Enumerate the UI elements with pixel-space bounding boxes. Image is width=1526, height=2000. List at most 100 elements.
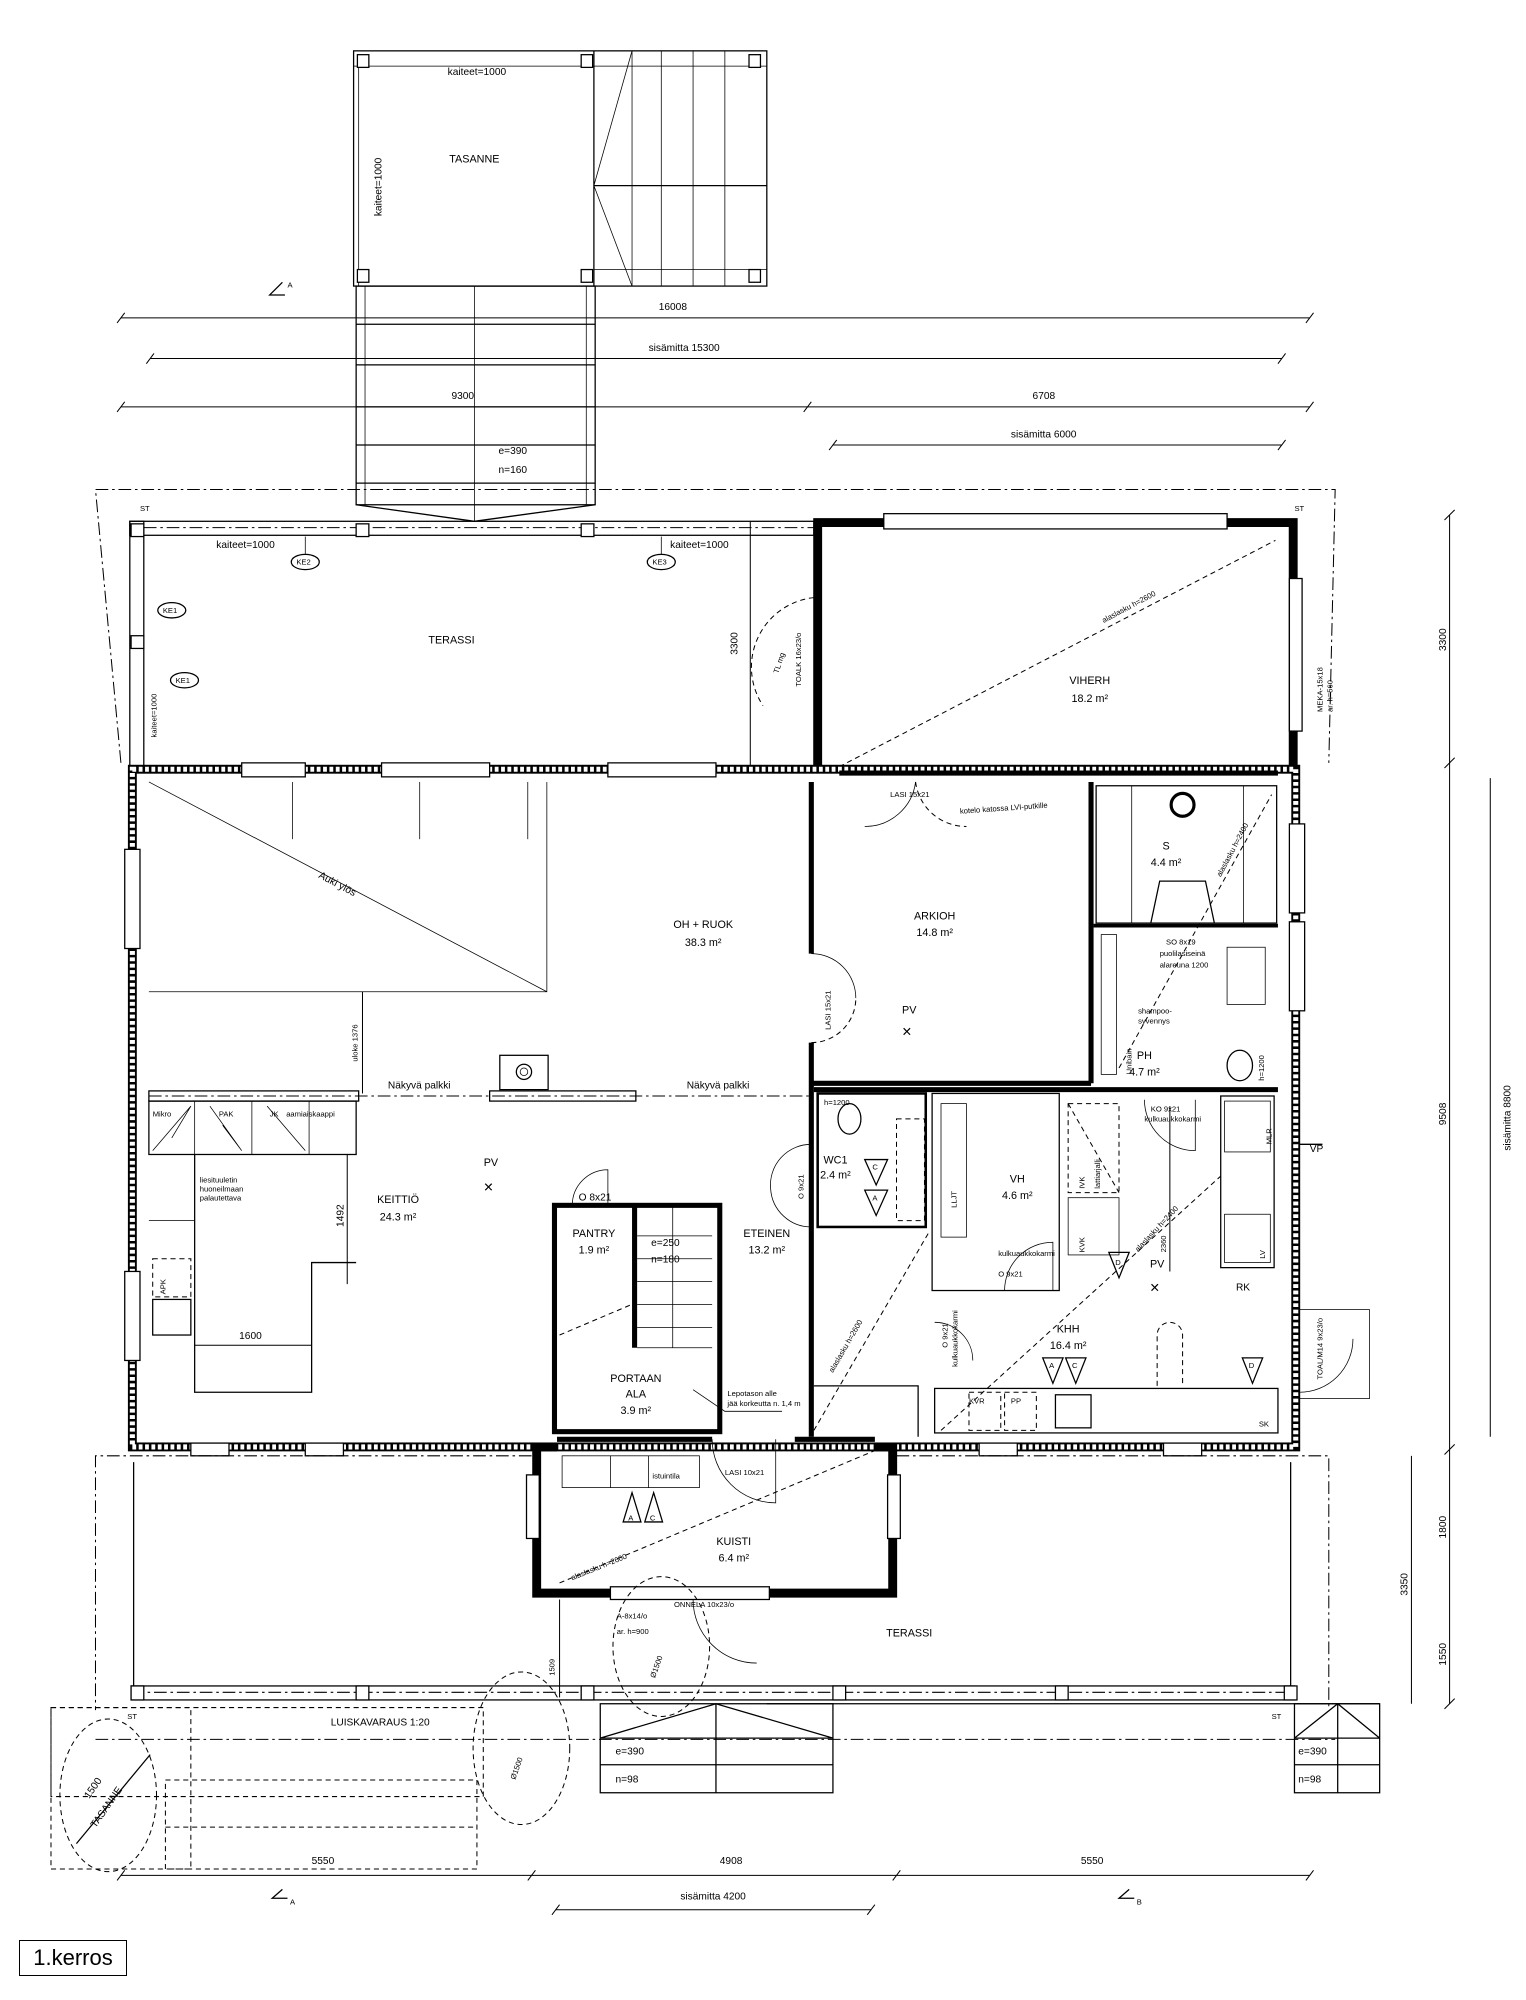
door-label: puolilasiseinä [1160,949,1206,958]
stair-rise-label: e=390 [499,446,528,457]
room-wc1: h=1200 O 9x21 WC1 2.4 m² C A [770,1087,1278,1229]
window-label: ar. h=900 [617,1627,649,1636]
stair-count-label: n=98 [616,1775,639,1786]
dim-label: 1800 [1438,1516,1449,1539]
exterior-walls [124,762,1306,1457]
appliance-label: KVR [969,1397,985,1406]
turning-circle-label: Ø1500 [648,1654,664,1679]
room-ph: SO 8x19 puolilasiseinä alareuna 1200 sha… [1093,923,1278,1082]
door-label: O 9x21 [797,1174,806,1199]
valve-a: A [1049,1361,1055,1370]
hood-note: liesituuletin [200,1175,238,1184]
turning-circle-label: Ø1500 [508,1756,524,1781]
dim-label: sisämitta 8800 [1503,1085,1514,1151]
ke3-tag: KE3 [652,558,666,567]
ceiling-label: alaslasku h=2600 [827,1318,865,1374]
valve-d: D [1115,1258,1121,1267]
dim-right-inner: sisämitta 6000 [1011,429,1077,440]
room-label: VIHERH [1069,675,1110,687]
ke1-tag: KE1 [176,676,190,685]
room-label: KUISTI [716,1536,751,1548]
window-label: A-8x14/o [617,1612,647,1621]
dim-left: 9300 [451,391,474,402]
area-label: 3.9 m² [621,1405,652,1417]
dim-label: 4908 [720,1856,743,1867]
ceiling-label: alaslasku h=2400 [1215,822,1251,879]
railing-label: kaiteet=1000 [448,67,507,78]
beam-label: Näkyvä palkki [388,1080,451,1091]
door-label: LASI 10x21 [725,1468,764,1477]
post-icon [356,54,762,283]
floor-drain-icon: ✕ [1150,1280,1161,1295]
fireplace-icon [499,1054,549,1091]
room-pantry-stair: O 8x21 PANTRY 1.9 m² e=250 n=180 PORTAAN… [551,1169,801,1435]
dim-right: 6708 [1033,391,1056,402]
area-label: 4.4 m² [1151,857,1182,869]
valve-c: C [650,1514,656,1523]
post-icon [130,523,595,650]
hood-note: palautettava [200,1193,242,1202]
room-label: PORTAAN [610,1373,661,1385]
top-dimensions: 16008 sisämitta 15300 9300 6708 sisämitt… [116,302,1314,451]
railing-label: kaiteet=1000 [150,694,159,738]
stair-count-label: n=160 [499,465,528,476]
dim-label: 5550 [312,1856,335,1867]
room-label: WC1 [823,1154,847,1166]
room-label: KEITTIÖ [377,1194,419,1206]
ceiling-label: alaslasku h=2600 [1100,589,1157,625]
ceiling-label: alaslasku h=2600 [570,1552,628,1583]
room-label: PANTRY [572,1228,615,1240]
cabinet-label: LLJT [949,1191,958,1208]
valve-a: A [628,1514,634,1523]
door-label: kulkuaukkokarmi [951,1310,960,1367]
dim-label: 1600 [239,1331,262,1342]
note: Lepotason alle [727,1389,777,1398]
ramp-label: LUISKAVARAUS 1:20 [331,1717,430,1728]
dim-label: 3350 [1400,1573,1411,1596]
st-label: ST [1294,504,1304,513]
room-oh-ruok: Auki ylös uloke 1376 Näkyvä palkki Näkyv… [148,781,811,1102]
appliance-label: SK [1259,1420,1269,1429]
section-mark-a-top: A [268,280,293,296]
ke1-tag: KE1 [163,606,177,615]
height-label: h=1200 [1257,1055,1266,1081]
dim-label: sisämitta 4200 [680,1892,746,1903]
toilet-icon [837,1102,862,1135]
valve-d: D [1249,1361,1255,1370]
window-label: ar. h=560 [1326,680,1335,712]
area-label: 1.9 m² [579,1245,610,1257]
room-label: ALA [626,1388,647,1400]
room-label: TERASSI [428,634,474,646]
dim-label: 1550 [1438,1643,1449,1666]
ke2-tag: KE2 [296,558,310,567]
sink-icon [1226,946,1266,1005]
seat-label: istuintila [652,1472,680,1481]
stair-count-label: n=98 [1298,1775,1321,1786]
apk-label: APK [158,1279,167,1294]
door-label: LASI 15x21 [823,991,832,1030]
dim-label: 3300 [1438,628,1449,651]
roof-outline [94,489,1336,763]
sink-icon [152,1298,192,1336]
door-label: LASI 15x21 [890,790,929,799]
room-label: VH [1010,1173,1025,1185]
room-label: ETEINEN [743,1228,790,1240]
beam-label: Näkyvä palkki [687,1080,750,1091]
dim-label: 9508 [1438,1102,1449,1125]
dim-total: 16008 [659,302,688,313]
top-terrace: ST ST kaiteet=1000 kaiteet=1000 KE2 KE3 … [129,504,1305,770]
sink-icon [1054,1394,1092,1429]
railing-label: kaiteet=1000 [374,157,385,216]
cabinet-label: PAK [219,1109,234,1118]
st-label: ST [1272,1712,1282,1721]
cabinet-label: lattiarjalli [1093,1159,1102,1189]
room-label: PH [1137,1050,1152,1062]
hood-note: huoneilmaan [200,1184,244,1193]
door-label: ONNELA 10x23/o [674,1600,734,1609]
dim-label: uloke 1376 [350,1024,359,1061]
section-mark-a: A [270,1888,296,1907]
stove-icon [1169,791,1196,818]
appliance-label: PP [1011,1397,1021,1406]
area-label: 16.4 m² [1050,1340,1087,1352]
